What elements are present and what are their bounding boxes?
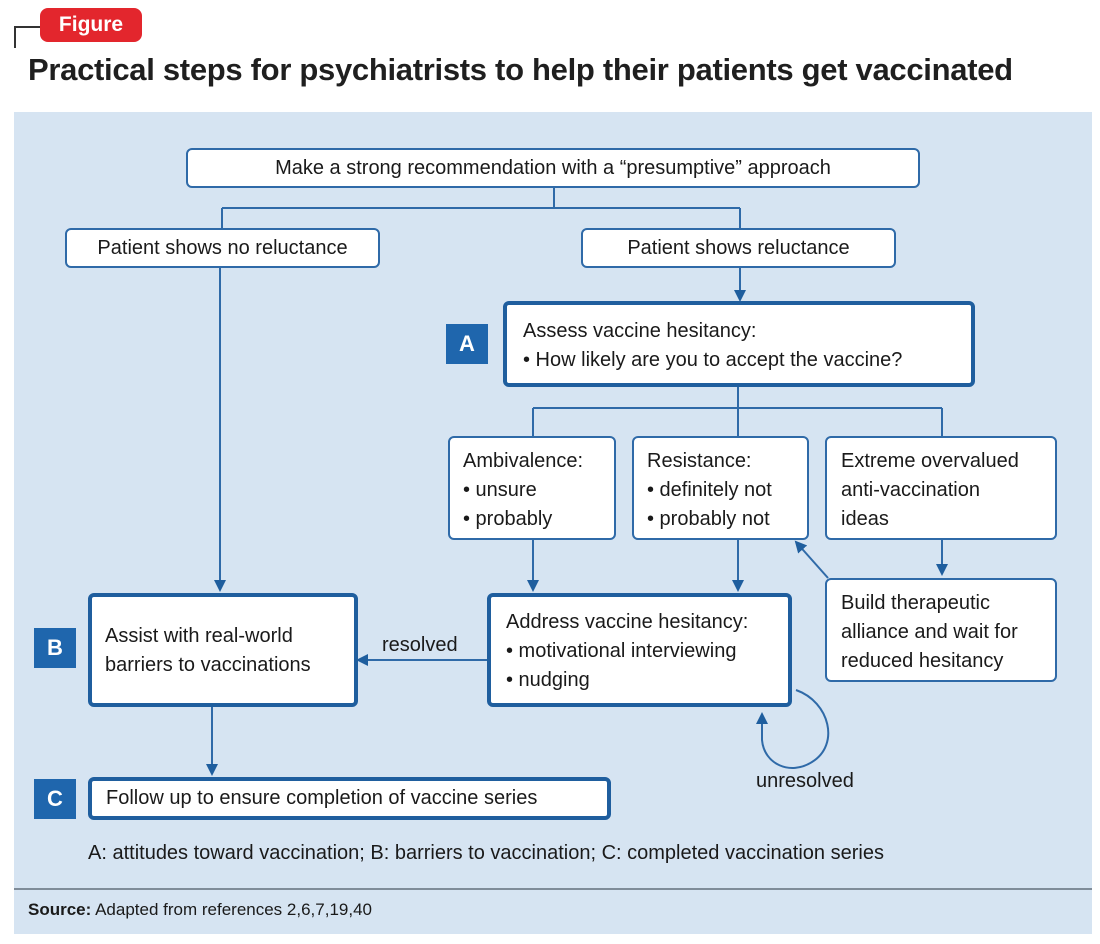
address-item: • nudging xyxy=(506,669,590,691)
reluctance-text: Patient shows reluctance xyxy=(627,236,850,259)
alliance-line: reduced hesitancy xyxy=(841,650,1004,672)
badge-c: C xyxy=(34,779,76,819)
no-reluctance-text: Patient shows no reluctance xyxy=(97,236,348,259)
page-title: Practical steps for psychiatrists to hel… xyxy=(28,52,1013,87)
extreme-line: Extreme overvalued xyxy=(841,450,1019,472)
follow-up-text: Follow up to ensure completion of vaccin… xyxy=(106,787,538,809)
source-text: Adapted from references 2,6,7,19,40 xyxy=(91,900,372,919)
assess-bullet: • How likely are you to accept the vacci… xyxy=(523,349,903,371)
tag-bracket xyxy=(14,26,40,28)
recommend-text: Make a strong recommendation with a “pre… xyxy=(275,156,831,179)
alliance-line: alliance and wait for xyxy=(841,621,1018,643)
ambivalence-title: Ambivalence: xyxy=(463,450,584,472)
extreme-line: ideas xyxy=(841,508,889,530)
source-note: Source: Adapted from references 2,6,7,19… xyxy=(28,900,372,920)
source-label: Source: xyxy=(28,900,92,919)
ambivalence-item: • unsure xyxy=(463,479,537,501)
resistance-item: • definitely not xyxy=(647,479,772,501)
resistance-title: Resistance: xyxy=(647,450,752,472)
assess-title: Assess vaccine hesitancy: xyxy=(523,320,757,342)
legend-caption: A: attitudes toward vaccination; B: barr… xyxy=(88,842,884,864)
address-item: • motivational interviewing xyxy=(506,640,737,662)
follow-up-box: Follow up to ensure completion of vaccin… xyxy=(88,777,611,820)
assist-line: Assist with real-world xyxy=(105,625,293,647)
source-divider xyxy=(14,888,1092,890)
reluctance-box: Patient shows reluctance xyxy=(581,228,896,268)
extreme-box: Extreme overvalued anti-vaccination idea… xyxy=(825,436,1057,540)
badge-a: A xyxy=(446,324,488,364)
recommend-box: Make a strong recommendation with a “pre… xyxy=(186,148,920,188)
unresolved-label: unresolved xyxy=(756,770,854,792)
resistance-item: • probably not xyxy=(647,508,770,530)
alliance-line: Build therapeutic xyxy=(841,592,990,614)
ambivalence-item: • probably xyxy=(463,508,553,530)
resolved-label: resolved xyxy=(382,634,458,656)
assist-box: Assist with real-world barriers to vacci… xyxy=(88,593,358,707)
alliance-box: Build therapeutic alliance and wait for … xyxy=(825,578,1057,682)
tag-bracket-vertical xyxy=(14,26,16,48)
extreme-line: anti-vaccination xyxy=(841,479,980,501)
badge-b: B xyxy=(34,628,76,668)
figure-tag: Figure xyxy=(40,8,142,42)
ambivalence-box: Ambivalence: • unsure • probably xyxy=(448,436,616,540)
address-box: Address vaccine hesitancy: • motivationa… xyxy=(487,593,792,707)
assist-line: barriers to vaccinations xyxy=(105,654,311,676)
address-title: Address vaccine hesitancy: xyxy=(506,611,749,633)
no-reluctance-box: Patient shows no reluctance xyxy=(65,228,380,268)
assess-box: Assess vaccine hesitancy: • How likely a… xyxy=(503,301,975,387)
resistance-box: Resistance: • definitely not • probably … xyxy=(632,436,809,540)
